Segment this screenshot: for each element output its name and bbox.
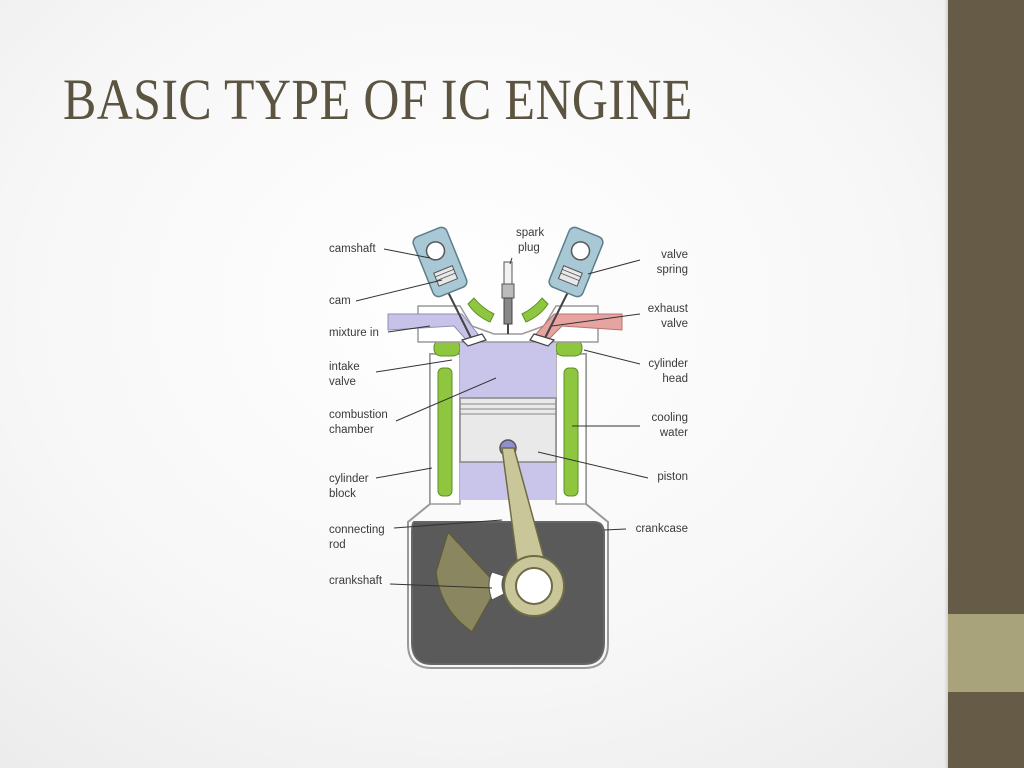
exhaust-valve-head (529, 333, 556, 347)
label-cylinder-head-line2: head (662, 373, 688, 385)
crank-counterweight (435, 530, 499, 634)
label-spark-plug-line1: spark (516, 227, 545, 239)
label-exhaust-valve-line2: valve (661, 318, 688, 330)
label-piston: piston (657, 471, 688, 483)
leader-lines (355, 248, 649, 589)
label-connecting-rod-line2: rod (329, 539, 346, 551)
ic-engine-diagram: camshaft cam mixture in intake valve com… (322, 222, 694, 682)
intake-valve-stem (447, 291, 473, 341)
label-crankcase: crankcase (635, 523, 688, 535)
cylinder-block (407, 353, 609, 669)
label-spark-plug-line2: plug (518, 242, 540, 254)
label-combustion-chamber-line2: chamber (329, 424, 374, 436)
label-cam: cam (329, 295, 351, 307)
cooling-jacket-right (563, 367, 579, 497)
label-mixture-in: mixture in (329, 327, 379, 339)
intake-valve-head (460, 333, 487, 347)
label-valve-spring-line1: valve (661, 249, 688, 261)
piston (459, 397, 557, 463)
slide-title: BASIC TYPE OF IC ENGINE (63, 67, 693, 132)
head-coolant-left (467, 297, 495, 323)
label-intake-valve-line2: valve (329, 376, 356, 388)
label-cylinder-block-line2: block (329, 488, 356, 500)
label-combustion-chamber-line1: combustion (329, 409, 388, 421)
cooling-jacket-left (437, 367, 453, 497)
sidebar-shadow (944, 0, 948, 768)
intake-cam-housing (412, 226, 468, 298)
label-cooling-water-line2: water (659, 427, 688, 439)
sidebar-accent-block (948, 614, 1024, 692)
label-intake-valve-line1: intake (329, 361, 360, 373)
spark-plug (501, 261, 515, 334)
label-cooling-water-line1: cooling (651, 412, 688, 424)
label-valve-spring-line2: spring (656, 264, 688, 276)
label-exhaust-valve-line1: exhaust (647, 303, 688, 315)
label-crankshaft: crankshaft (329, 575, 383, 587)
label-cylinder-head-line1: cylinder (648, 358, 688, 370)
exhaust-cam-housing (548, 226, 604, 298)
engine-drawing (355, 226, 649, 669)
label-camshaft: camshaft (329, 243, 376, 255)
head-coolant-right (521, 297, 549, 323)
crankpin-bore (515, 567, 553, 605)
crankshaft-main (488, 571, 505, 601)
label-cylinder-block-line1: cylinder (329, 473, 369, 485)
label-connecting-rod-line1: connecting (329, 524, 385, 536)
exhaust-valve-stem (543, 291, 569, 341)
